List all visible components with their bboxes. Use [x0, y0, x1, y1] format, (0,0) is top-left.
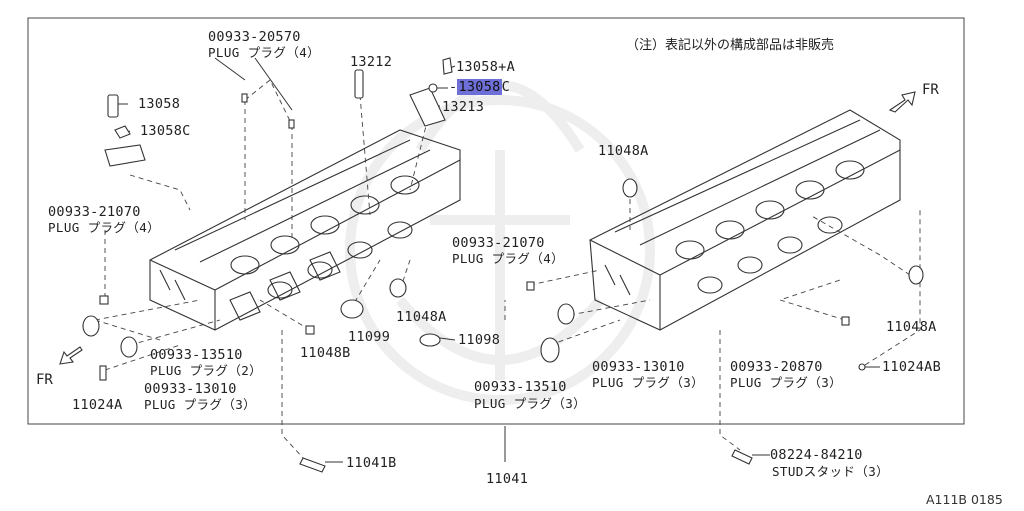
figure-reference: A111B 0185: [926, 492, 1003, 507]
watermark-emblem: [345, 80, 655, 405]
part-00933-20570-desc: PLUG プラグ（4）: [208, 45, 321, 60]
part-11048a-top[interactable]: 11048A: [598, 143, 649, 159]
part-00933-13010-left-desc: PLUG プラグ（3）: [144, 397, 257, 412]
fr-arrow-left: [59, 346, 83, 365]
cylinder-head-left: [149, 129, 461, 331]
part-08224-84210-desc: STUDスタッド（3）: [772, 464, 890, 479]
part-11024a[interactable]: 11024A: [72, 397, 123, 413]
fr-label-right: FR: [922, 82, 939, 98]
part-00933-13510-left-desc: PLUG プラグ（2）: [150, 363, 263, 378]
part-00933-20570-number[interactable]: 00933-20570: [208, 29, 301, 45]
part-00933-13510-left-number[interactable]: 00933-13510: [150, 347, 243, 363]
part-13058c[interactable]: 13058C: [140, 123, 191, 139]
part-13058c-selected[interactable]: -13058C: [449, 79, 511, 95]
part-00933-21070-left-number[interactable]: 00933-21070: [48, 204, 141, 220]
fr-label-left: FR: [36, 372, 53, 388]
part-00933-21070-left-desc: PLUG プラグ（4）: [48, 220, 161, 235]
part-11048a-right[interactable]: 11048A: [886, 319, 937, 335]
part-11048a-mid[interactable]: 11048A: [396, 309, 447, 325]
part-00933-13010-left-number[interactable]: 00933-13010: [144, 381, 237, 397]
small-parts: [82, 57, 924, 473]
part-13212[interactable]: 13212: [350, 54, 393, 70]
part-00933-20870-desc: PLUG プラグ（3）: [730, 375, 843, 390]
part-11048b[interactable]: 11048B: [300, 345, 351, 361]
diagram-frame: [27, 17, 965, 425]
part-00933-13010-right-number[interactable]: 00933-13010: [592, 359, 685, 375]
part-00933-21070-right-desc: PLUG プラグ（4）: [452, 251, 565, 266]
fr-arrow-right: [888, 91, 916, 113]
part-11024ab[interactable]: 11024AB: [882, 359, 941, 375]
part-00933-20870-number[interactable]: 00933-20870: [730, 359, 823, 375]
non-sale-note: （注）表記以外の構成部品は非販売: [626, 38, 835, 53]
part-00933-13010-right-desc: PLUG プラグ（3）: [592, 375, 705, 390]
part-11041b[interactable]: 11041B: [346, 455, 397, 471]
part-13213[interactable]: 13213: [442, 99, 485, 115]
part-11098[interactable]: 11098: [458, 332, 501, 348]
part-00933-13510-right-desc: PLUG プラグ（3）: [474, 396, 587, 411]
part-13058-plus-a[interactable]: 13058+A: [456, 59, 515, 75]
part-13058c-selected-suffix: C: [501, 79, 511, 95]
part-00933-13510-right-number[interactable]: 00933-13510: [474, 379, 567, 395]
cylinder-head-right: [589, 109, 901, 331]
part-13058c-selected-number[interactable]: 13058: [457, 79, 502, 95]
part-13058[interactable]: 13058: [138, 96, 181, 112]
part-00933-21070-right-number[interactable]: 00933-21070: [452, 235, 545, 251]
part-11041[interactable]: 11041: [486, 471, 529, 487]
part-11099[interactable]: 11099: [348, 329, 391, 345]
part-08224-84210-number[interactable]: 08224-84210: [770, 447, 863, 463]
